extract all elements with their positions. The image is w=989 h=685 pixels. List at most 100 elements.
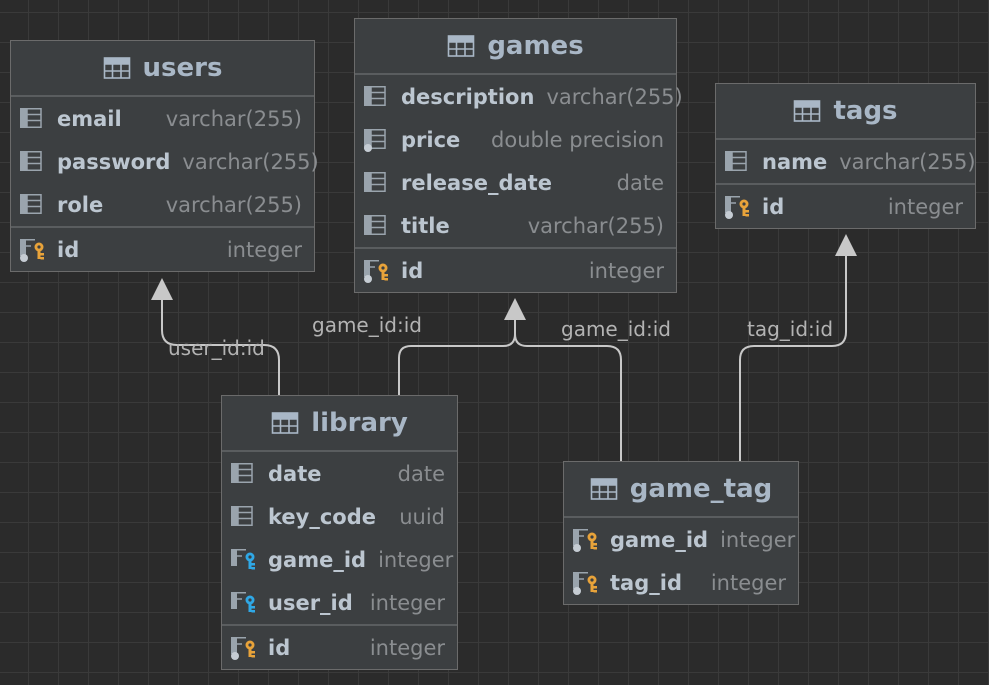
edge-gametag-tags	[739, 256, 847, 462]
table-icon	[794, 100, 821, 122]
table-name: game_tag	[629, 474, 773, 504]
column-type: integer	[369, 635, 445, 660]
column-name: id	[57, 237, 80, 262]
key-separator	[222, 624, 457, 626]
relation-label-gametag-game-id: game_id:id	[561, 317, 671, 341]
relation-label-tag-id: tag_id:id	[747, 317, 834, 341]
column-name: description	[401, 84, 535, 109]
column-type: integer	[588, 258, 664, 283]
key-separator	[11, 226, 314, 228]
column-name: password	[57, 149, 171, 174]
column-name: id	[401, 258, 424, 283]
arrow-head-games	[504, 298, 526, 320]
column-name: id	[268, 635, 291, 660]
column-icon	[364, 214, 386, 235]
table-name: tags	[833, 96, 898, 126]
column-icon	[364, 171, 386, 192]
column-row[interactable]: id integer	[11, 228, 314, 271]
foreign-key-icon	[231, 591, 255, 612]
column-name: game_id	[610, 527, 709, 552]
primary-key-icon	[231, 636, 255, 660]
column-row[interactable]: tag_id integer	[564, 561, 798, 604]
key-separator	[355, 247, 676, 249]
primary-key-icon	[364, 259, 388, 283]
edge-library-games	[398, 320, 516, 396]
column-not-null-icon	[364, 128, 386, 152]
column-type: varchar(255)	[839, 149, 976, 174]
column-name: tag_id	[610, 570, 682, 595]
column-icon	[20, 150, 42, 171]
relation-label-library-game-id: game_id:id	[312, 313, 422, 337]
table-header[interactable]: library	[222, 396, 457, 452]
column-type: integer	[226, 237, 302, 262]
table-header[interactable]: tags	[716, 84, 975, 140]
edge-library-users	[161, 300, 280, 396]
column-row[interactable]: description varchar(255)	[355, 75, 683, 118]
table-icon	[271, 412, 299, 434]
table-header[interactable]: users	[11, 41, 314, 97]
table-icon	[448, 35, 475, 57]
column-icon	[20, 107, 42, 128]
column-icon	[231, 505, 253, 526]
column-name: price	[401, 127, 461, 152]
column-type: varchar(255)	[182, 149, 319, 174]
column-row[interactable]: user_id integer	[222, 581, 457, 624]
column-name: date	[268, 461, 322, 486]
column-row[interactable]: id integer	[355, 249, 676, 292]
column-name: game_id	[268, 547, 367, 572]
table-header[interactable]: games	[355, 19, 676, 75]
arrow-head-tags	[835, 234, 857, 256]
primary-foreign-key-icon	[573, 528, 597, 552]
column-name: release_date	[401, 170, 552, 195]
column-type: varchar(255)	[546, 84, 683, 109]
column-type: varchar(255)	[165, 192, 302, 217]
column-type: integer	[887, 194, 963, 219]
table-header[interactable]: game_tag	[564, 462, 798, 518]
primary-key-icon	[725, 195, 749, 219]
column-icon	[725, 150, 747, 171]
table-icon	[103, 57, 130, 79]
column-type: integer	[378, 547, 454, 572]
column-row[interactable]: key_code uuid	[222, 495, 457, 538]
column-row[interactable]: email varchar(255)	[11, 97, 314, 140]
column-row[interactable]: password varchar(255)	[11, 140, 319, 183]
column-row[interactable]: game_id integer	[564, 518, 798, 561]
column-type: integer	[720, 527, 796, 552]
column-name: role	[57, 192, 104, 217]
column-icon	[231, 462, 253, 483]
column-name: user_id	[268, 590, 353, 615]
column-type: integer	[369, 590, 445, 615]
foreign-key-icon	[231, 548, 255, 569]
column-row[interactable]: price double precision	[355, 118, 676, 161]
column-name: title	[401, 213, 450, 238]
column-type: double precision	[491, 127, 664, 152]
edge-gametag-games	[514, 320, 622, 462]
table-games[interactable]: games description varchar(255) price double …	[354, 18, 683, 293]
table-users[interactable]: users email varchar(255) password varchar(25…	[10, 40, 319, 272]
column-row[interactable]: id integer	[222, 626, 457, 669]
column-type: integer	[710, 570, 786, 595]
column-type: varchar(255)	[165, 106, 302, 131]
column-row[interactable]: game_id integer	[222, 538, 457, 581]
arrow-head-users	[151, 278, 173, 300]
column-icon	[364, 85, 386, 106]
key-separator	[716, 183, 975, 185]
column-type: uuid	[399, 504, 445, 529]
relation-label-user-id: user_id:id	[168, 336, 265, 360]
primary-key-icon	[20, 238, 44, 262]
column-row[interactable]: role varchar(255)	[11, 183, 314, 226]
primary-foreign-key-icon	[573, 571, 597, 595]
column-name: email	[57, 106, 122, 131]
table-name: users	[142, 53, 223, 83]
column-name: key_code	[268, 504, 376, 529]
column-icon	[20, 193, 42, 214]
